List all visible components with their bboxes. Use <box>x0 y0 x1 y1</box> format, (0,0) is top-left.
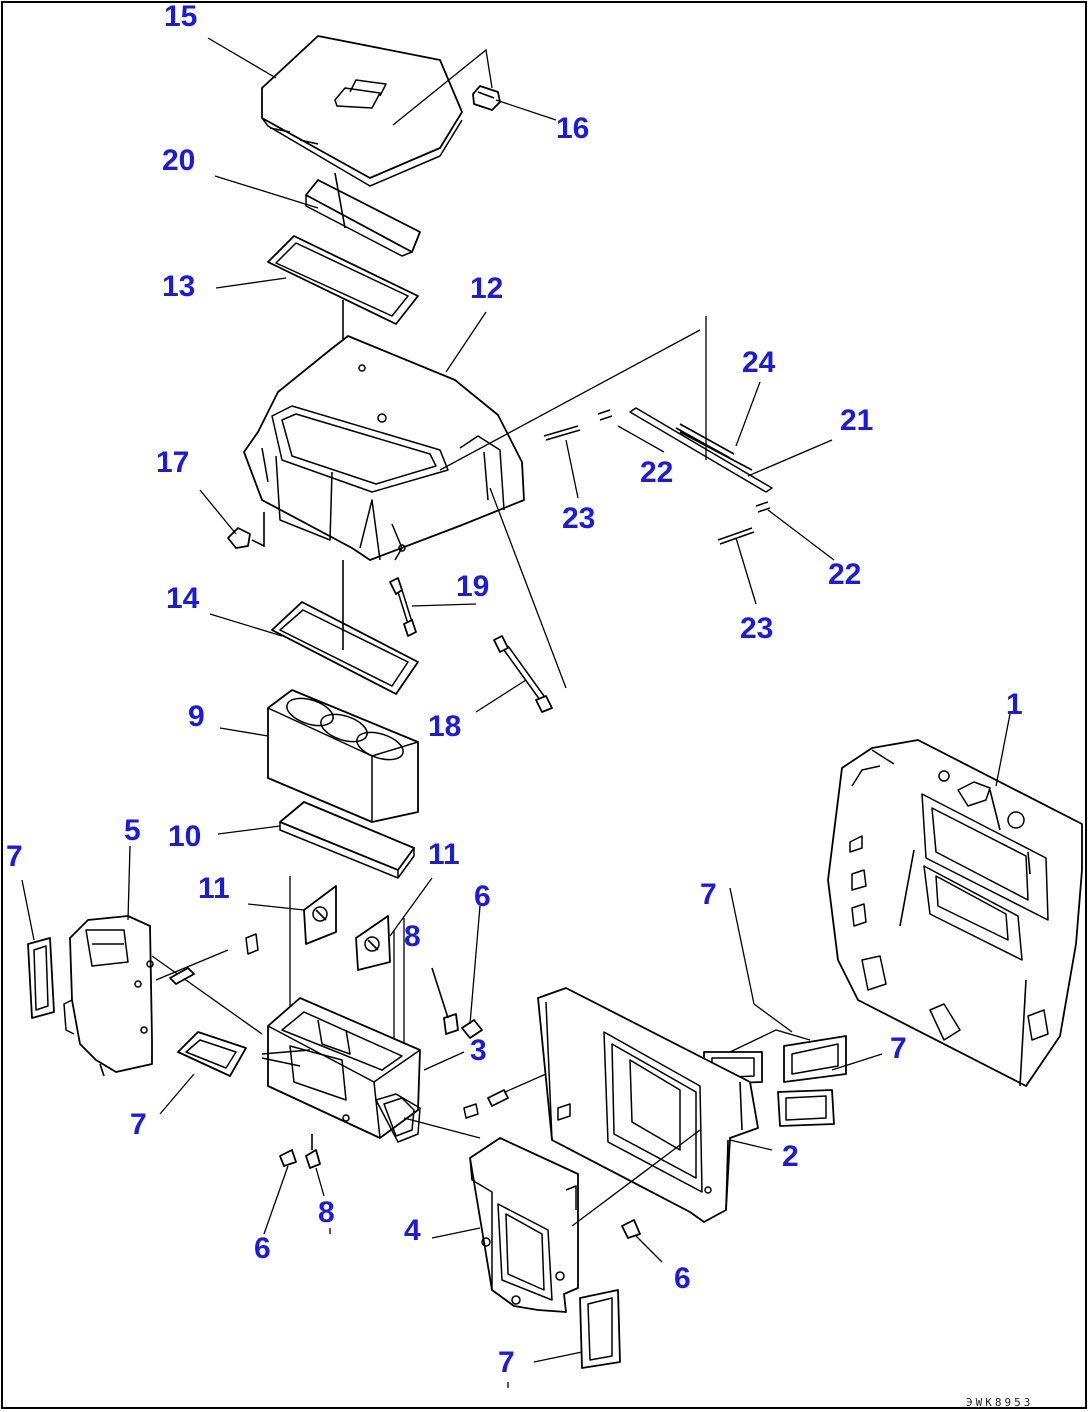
part-22-pin-upper <box>597 409 613 421</box>
callout-8-upper: 8 <box>404 920 421 953</box>
part-12-upper-cover <box>243 335 525 561</box>
callout-12: 12 <box>470 272 503 305</box>
part-7-grille-right-top <box>783 1035 847 1083</box>
part-7-grille-left <box>177 1031 247 1077</box>
callout-7-right: 7 <box>890 1032 907 1065</box>
callout-7-left: 7 <box>130 1108 147 1141</box>
part-22-pin-lower <box>755 501 771 513</box>
drawing-code: ЭWK8953 <box>966 1396 1033 1409</box>
callout-13: 13 <box>162 270 195 303</box>
part-11-damper-plate-right <box>355 915 391 971</box>
callout-2: 2 <box>782 1140 799 1173</box>
callout-14: 14 <box>166 582 200 615</box>
callout-6-lower-right: 6 <box>674 1262 691 1295</box>
callout-23-lower: 23 <box>740 612 773 645</box>
part-6-clip-lower-right <box>621 1219 641 1239</box>
part-7-grille-right-bottom <box>777 1089 835 1127</box>
callout-4: 4 <box>404 1214 421 1247</box>
callout-7-bottom: 7 <box>498 1346 515 1379</box>
callout-15: 15 <box>164 0 197 33</box>
part-4-front-duct <box>469 1137 579 1313</box>
callout-7-center: 7 <box>700 878 717 911</box>
part-13-upper-gasket <box>267 235 419 325</box>
callout-17: 17 <box>156 446 189 479</box>
part-2-side-duct <box>537 987 759 1223</box>
callout-24: 24 <box>742 346 776 379</box>
part-20-seal-pad <box>305 172 421 257</box>
callout-22-upper: 22 <box>640 456 673 489</box>
part-7-grille-far-left <box>27 937 55 1019</box>
callout-labels: 15 16 20 13 12 24 21 17 22 23 22 19 14 2… <box>6 0 1023 1379</box>
part-8-bracket-upper <box>431 967 459 1035</box>
part-6-clip-lower-left <box>279 1149 297 1167</box>
part-19-clamp <box>389 577 417 637</box>
callout-11-right: 11 <box>428 838 460 871</box>
part-15-top-cap <box>261 35 463 187</box>
callout-16: 16 <box>556 112 589 145</box>
callout-11-left: 11 <box>198 872 230 905</box>
part-17-hook <box>227 512 265 549</box>
callout-23-upper: 23 <box>562 502 595 535</box>
callout-6-upper: 6 <box>474 880 491 913</box>
part-18-long-clamp <box>493 635 553 713</box>
part-23-clip-pin-lower <box>717 527 755 545</box>
callout-19: 19 <box>456 570 489 603</box>
part-9-filter-element <box>267 689 419 823</box>
callout-5: 5 <box>124 814 141 847</box>
callout-22-lower: 22 <box>828 558 861 591</box>
callout-3: 3 <box>470 1034 487 1067</box>
callout-20: 20 <box>162 144 195 177</box>
callout-10: 10 <box>168 820 201 853</box>
callout-1: 1 <box>1006 688 1023 721</box>
callout-6-lower-left: 6 <box>254 1232 271 1265</box>
callout-18: 18 <box>428 710 461 743</box>
part-24-rubber-strip <box>675 423 735 459</box>
callout-9: 9 <box>188 700 205 733</box>
leader-lines <box>21 37 1011 1388</box>
callout-8-lower: 8 <box>318 1196 335 1229</box>
part-5-rear-duct <box>63 915 154 1077</box>
callout-21: 21 <box>840 404 873 437</box>
part-1-cab-rear-panel <box>827 739 1083 1087</box>
part-7-grille-bottom <box>579 1289 621 1369</box>
callout-7-far-left: 7 <box>6 840 23 873</box>
part-11-damper-plate-left <box>303 885 337 945</box>
part-14-lower-gasket <box>271 601 419 695</box>
part-23-clip-pin-upper <box>543 425 581 441</box>
part-3-heater-box-case <box>261 997 421 1143</box>
part-8-bracket-lower <box>305 1134 321 1169</box>
